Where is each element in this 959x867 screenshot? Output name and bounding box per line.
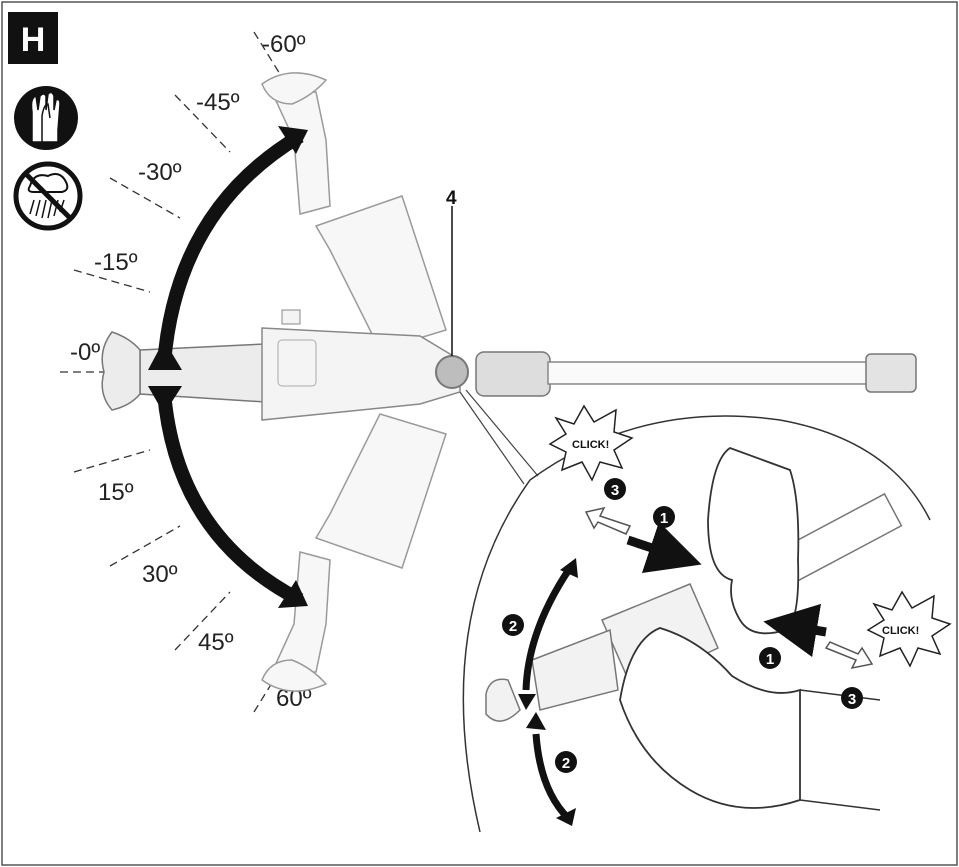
rotate-arrow-lower-head: [556, 808, 576, 826]
click-burst-right: CLICK!: [866, 590, 952, 668]
rotate-arrow-upper: [522, 566, 573, 691]
svg-text:1: 1: [766, 651, 774, 668]
svg-text:2: 2: [509, 618, 517, 635]
angle-label-minus45: -45º: [196, 89, 240, 116]
rotate-arrow-lower-tail: [526, 712, 546, 730]
angle-label-45: 45º: [198, 629, 234, 656]
guide-30: [109, 525, 181, 567]
no-rain-icon: [13, 161, 83, 231]
saw-head-upper-ghost: [261, 72, 447, 351]
guide-minus15: [73, 269, 151, 293]
step-badge-1-right: 1: [759, 647, 781, 669]
arc-arrow-lower: [157, 391, 304, 607]
svg-text:3: 3: [848, 691, 856, 708]
step-badge-2-lower: 2: [555, 751, 577, 773]
pole-shaft: [475, 351, 917, 397]
step-badge-2-upper: 2: [502, 614, 524, 636]
step-badge-3-right: 3: [841, 687, 863, 709]
angle-label-zero: -0º: [70, 339, 100, 366]
rotate-arrow-upper-tail: [518, 694, 536, 710]
guide-minus45: [174, 94, 231, 153]
release-arrow-left: [584, 506, 632, 535]
angle-label-15: 15º: [98, 479, 134, 506]
svg-text:3: 3: [611, 482, 619, 499]
step-badge-1-left: 1: [653, 506, 675, 528]
badge-letter: H: [21, 21, 46, 59]
angle-label-minus60: -60º: [262, 31, 306, 58]
press-arrow-left: [626, 521, 702, 574]
arc-arrow-upper-tail: [148, 340, 182, 370]
angle-label-minus30: -30º: [138, 159, 182, 186]
step-badge-3-left: 3: [604, 478, 626, 500]
release-arrow-right: [824, 641, 874, 670]
saw-head-lower-ghost: [261, 413, 447, 692]
pivot-release-button: [435, 355, 469, 389]
detail-inset: [462, 415, 931, 833]
guide-45: [174, 591, 231, 651]
arc-arrow-lower-head: [278, 580, 308, 608]
press-arrow-right: [763, 603, 827, 658]
rotate-arrow-lower: [532, 733, 571, 821]
zoom-line-2: [459, 391, 525, 485]
guide-minus30: [109, 177, 181, 219]
zoom-line-1: [465, 389, 539, 477]
click-label-left: CLICK!: [572, 439, 609, 451]
guide-15: [73, 449, 151, 473]
arc-arrow-lower-tail: [148, 386, 182, 414]
figure-badge: H: [8, 12, 58, 64]
rotate-arrow-upper-head: [560, 558, 578, 578]
svg-text:2: 2: [562, 755, 570, 772]
angle-label-30: 30º: [142, 561, 178, 588]
arc-arrow-upper: [157, 129, 304, 365]
click-burst-left: CLICK!: [548, 404, 634, 482]
arc-arrow-upper-head: [278, 126, 308, 154]
callout-number: 4: [446, 188, 457, 209]
gloves-icon: [14, 86, 78, 150]
click-label-right: CLICK!: [882, 625, 919, 637]
angle-label-minus15: -15º: [94, 249, 138, 276]
svg-text:1: 1: [660, 510, 668, 527]
